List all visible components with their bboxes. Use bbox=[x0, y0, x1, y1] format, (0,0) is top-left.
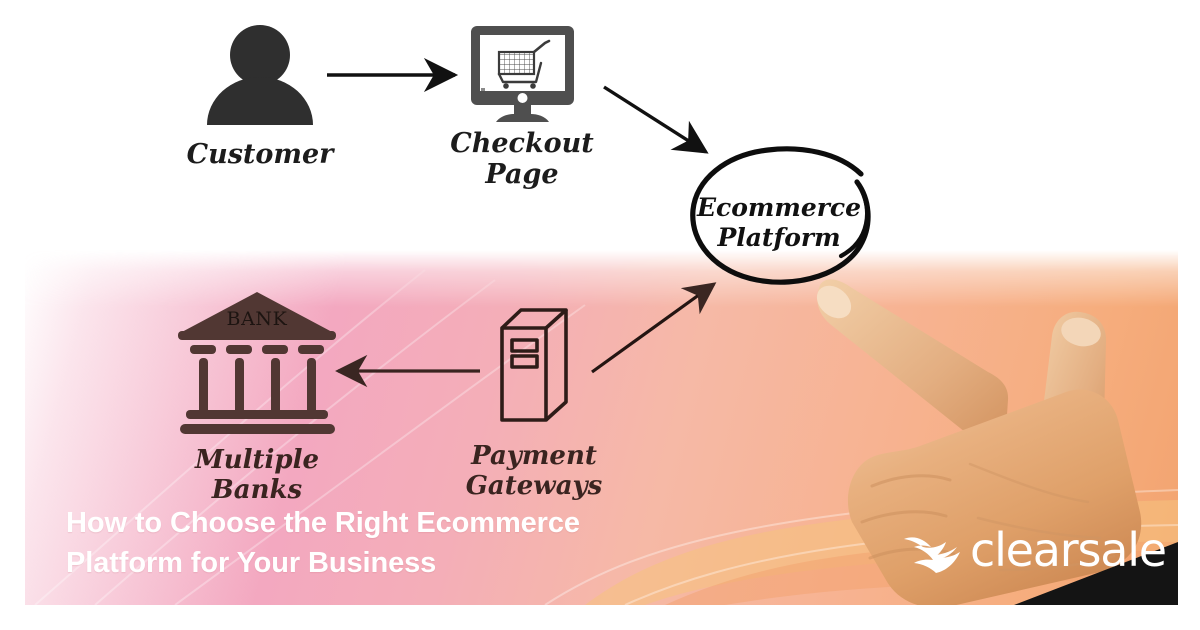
knuckles bbox=[860, 474, 956, 560]
pointing-hand-photo bbox=[800, 250, 1178, 605]
arrow-gateways-to-platform bbox=[591, 282, 717, 374]
bank-building-icon bbox=[178, 292, 336, 434]
node-gateways-label-line2: Gateways bbox=[466, 471, 603, 501]
server-tower-icon bbox=[500, 308, 568, 422]
index-fingernail bbox=[816, 285, 852, 319]
node-checkout: Checkout Page bbox=[450, 26, 594, 190]
node-customer-label: Customer bbox=[187, 139, 336, 170]
hand-svg bbox=[816, 279, 1178, 605]
monitor-cart-icon bbox=[471, 26, 574, 122]
sleeve bbox=[1014, 542, 1178, 605]
person-icon bbox=[207, 25, 313, 125]
palm bbox=[847, 389, 1142, 605]
node-platform-label-line2: Platform bbox=[716, 223, 840, 252]
thumb-nail bbox=[1061, 317, 1101, 347]
palm-creases bbox=[968, 462, 1116, 572]
page-title-line1: How to Choose the Right Ecommerce bbox=[66, 507, 580, 539]
node-customer: Customer bbox=[187, 25, 336, 170]
ellipse-outline bbox=[690, 146, 871, 285]
node-gateways-label-line1: Payment bbox=[470, 441, 597, 471]
node-ecommerce-platform: Ecommerce Platform bbox=[690, 146, 871, 285]
bird-icon bbox=[904, 537, 960, 573]
node-multiple-banks: BANK Multiple Banks bbox=[178, 292, 336, 505]
clearsale-logo[interactable]: clearsale bbox=[902, 524, 1167, 580]
node-banks-label-line1: Multiple bbox=[194, 445, 319, 475]
node-checkout-label-line2: Page bbox=[484, 159, 558, 190]
logo-wordmark: clearsale bbox=[970, 523, 1167, 577]
arrow-checkout-to-platform bbox=[603, 85, 709, 154]
node-payment-gateways: Payment Gateways bbox=[466, 308, 603, 501]
shopping-cart-icon bbox=[497, 39, 551, 89]
node-platform-label-line1: Ecommerce bbox=[696, 193, 861, 222]
page-title-line2: Platform for Your Business bbox=[66, 547, 437, 579]
bank-pediment-label: BANK bbox=[227, 308, 288, 330]
index-finger bbox=[817, 279, 1009, 447]
page-title: How to Choose the Right Ecommerce Platfo… bbox=[66, 503, 706, 583]
node-checkout-label-line1: Checkout bbox=[450, 128, 594, 159]
node-banks-label-line2: Banks bbox=[211, 475, 303, 505]
